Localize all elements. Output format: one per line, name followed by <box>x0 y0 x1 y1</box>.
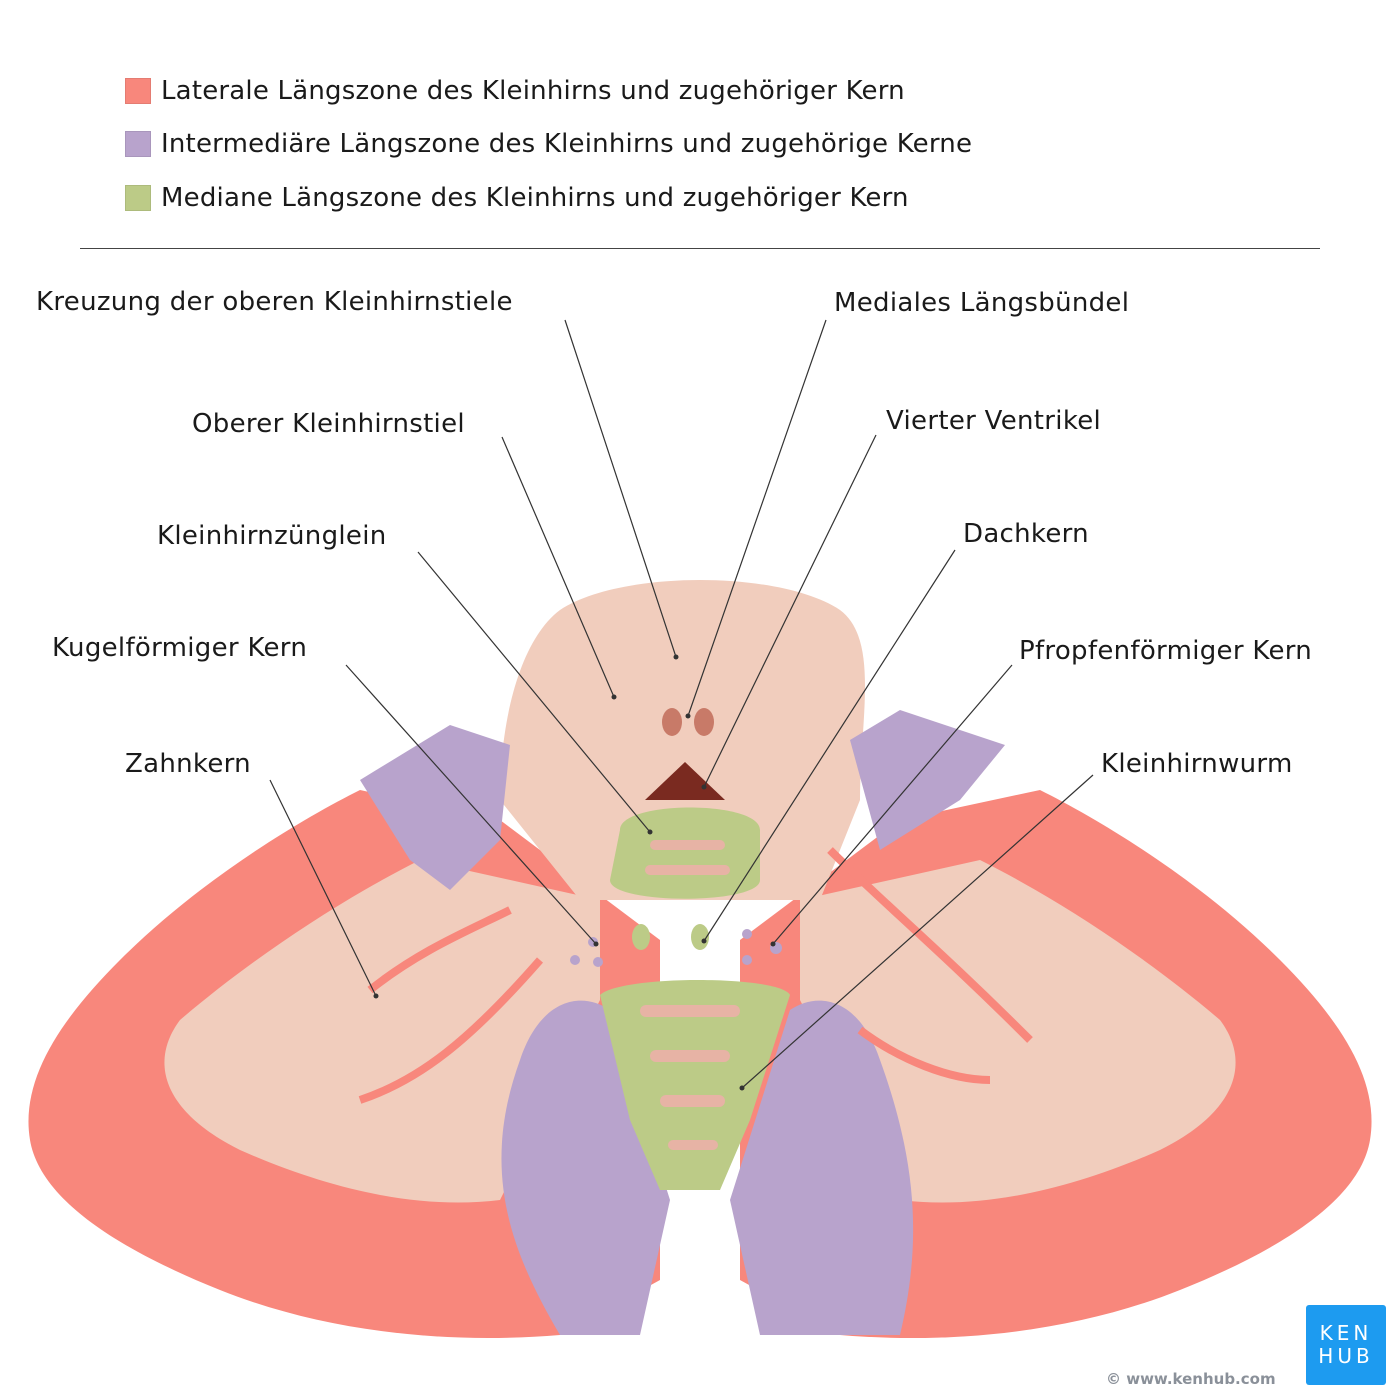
legend-item-lateral: Laterale Längszone des Kleinhirns und zu… <box>125 64 972 118</box>
vermis-upper <box>610 807 760 899</box>
swatch-intermediate <box>125 131 151 158</box>
intermediate-lower-right <box>730 1000 914 1335</box>
label-oberer-kleinhirnstiel: Oberer Kleinhirnstiel <box>192 409 465 439</box>
label-zahnkern: Zahnkern <box>125 749 251 779</box>
swatch-median <box>125 184 151 211</box>
legend-label: Intermediäre Längszone des Kleinhirns un… <box>161 129 973 160</box>
legend-item-intermediate: Intermediäre Längszone des Kleinhirns un… <box>125 118 972 172</box>
legend: Laterale Längszone des Kleinhirns und zu… <box>125 64 972 225</box>
label-vierter-ventrikel: Vierter Ventrikel <box>886 406 1102 436</box>
label-mediales-laengsbuendel: Mediales Längsbündel <box>834 288 1130 318</box>
peduncle-dome <box>500 580 865 900</box>
copyright: © www.kenhub.com <box>1106 1370 1276 1388</box>
dentate-nucleus-left <box>358 906 544 1104</box>
label-dachkern: Dachkern <box>963 519 1089 549</box>
legend-label: Laterale Längszone des Kleinhirns und zu… <box>161 75 905 106</box>
label-kreuzung: Kreuzung der oberen Kleinhirnstiele <box>36 287 513 317</box>
fourth-ventricle <box>645 762 725 800</box>
intermediate-upper-right <box>850 710 1005 850</box>
swatch-lateral <box>125 77 151 104</box>
label-kleinhirnzuenglein: Kleinhirnzünglein <box>157 521 387 551</box>
intermediate-upper-left <box>360 725 510 890</box>
label-kleinhirnwurm: Kleinhirnwurm <box>1101 749 1293 779</box>
leader-lines <box>269 319 1094 1089</box>
label-pfropfenfoermiger-kern: Pfropfenförmiger Kern <box>1019 636 1313 666</box>
logo-text: KEN <box>1319 1321 1373 1345</box>
legend-item-median: Mediane Längszone des Kleinhirns und zug… <box>125 171 972 225</box>
vermis-lower <box>600 980 790 1190</box>
label-kugelfoermiger-kern: Kugelförmiger Kern <box>52 633 308 663</box>
dentate-nucleus-right <box>827 847 1033 1084</box>
divider <box>80 248 1320 249</box>
legend-label: Mediane Längszone des Kleinhirns und zug… <box>161 182 909 213</box>
kenhub-logo: KEN HUB <box>1306 1305 1386 1385</box>
white-matter-left <box>164 860 600 1203</box>
logo-text: HUB <box>1318 1344 1374 1368</box>
